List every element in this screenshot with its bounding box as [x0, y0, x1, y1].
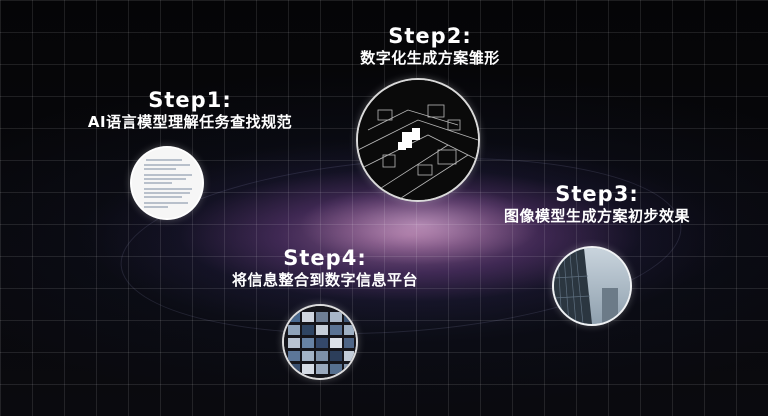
step1-description: AI语言模型理解任务查找规范 — [87, 113, 293, 131]
step4-platform-image — [282, 304, 358, 380]
step2-title: Step2: — [388, 24, 472, 48]
step3-block: Step3: 图像模型生成方案初步效果 — [462, 182, 732, 226]
step1-title: Step1: — [148, 88, 232, 112]
step2-description: 数字化生成方案雏形 — [360, 49, 500, 67]
image-grid-icon — [284, 306, 356, 378]
city-wireframe-icon — [358, 80, 478, 200]
step4-description: 将信息整合到数字信息平台 — [231, 271, 418, 289]
step2-city-model-image — [356, 78, 480, 202]
step2-block: Step2: 数字化生成方案雏形 — [300, 24, 560, 68]
building-rendering-icon — [554, 248, 630, 324]
step3-description: 图像模型生成方案初步效果 — [503, 207, 690, 225]
document-lines-icon — [132, 148, 202, 218]
step1-document-image — [130, 146, 204, 220]
step4-title: Step4: — [283, 246, 367, 270]
step3-title: Step3: — [555, 182, 639, 206]
step4-block: Step4: 将信息整合到数字信息平台 — [190, 246, 460, 290]
step3-rendering-image — [552, 246, 632, 326]
step1-block: Step1: AI语言模型理解任务查找规范 — [40, 88, 340, 132]
